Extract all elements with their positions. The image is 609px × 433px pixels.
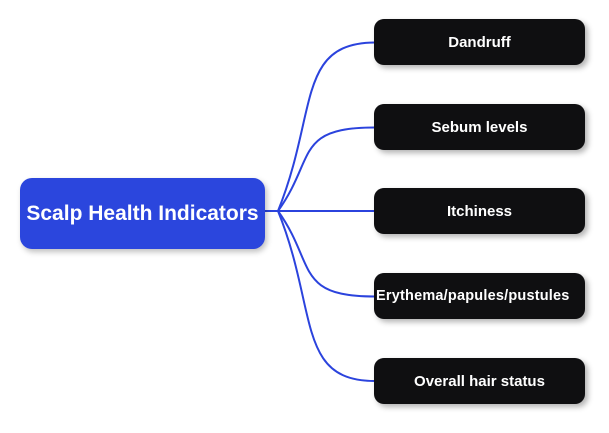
branch-node-label: Overall hair status — [414, 372, 545, 390]
connector-sebum — [277, 126, 376, 212]
root-node-label: Scalp Health Indicators — [26, 201, 259, 225]
connector-erythema — [277, 210, 376, 298]
branch-node-label: Sebum levels — [431, 118, 528, 136]
connector-dandruff — [277, 41, 376, 212]
connector-overall — [277, 210, 376, 382]
branch-node-erythema-papules-pustules[interactable]: Erythema/papules/pustules — [374, 273, 585, 319]
branch-node-dandruff[interactable]: Dandruff — [374, 19, 585, 65]
branch-node-label: Itchiness — [446, 202, 513, 220]
branch-node-overall-hair-status[interactable]: Overall hair status — [374, 358, 585, 404]
branch-node-label: Dandruff — [448, 33, 511, 51]
branch-node-sebum-levels[interactable]: Sebum levels — [374, 104, 585, 150]
root-node-scalp-health-indicators[interactable]: Scalp Health Indicators — [20, 178, 265, 249]
branch-node-itchiness[interactable]: Itchiness — [374, 188, 585, 234]
branch-node-label: Erythema/papules/pustules — [376, 288, 570, 304]
